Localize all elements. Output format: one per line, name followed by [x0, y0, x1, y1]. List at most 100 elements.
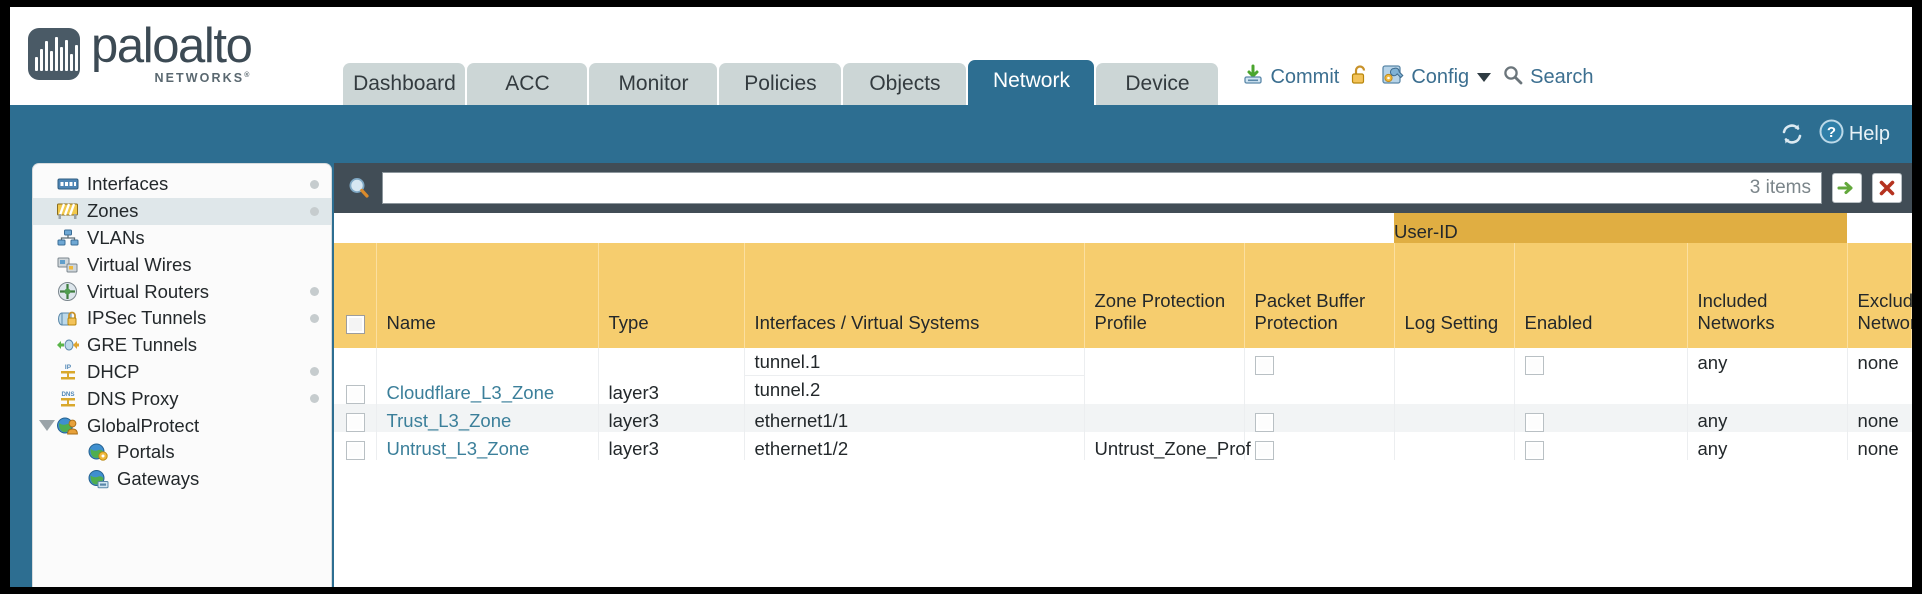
- sidebar-item-virtual-wires[interactable]: Virtual Wires: [33, 251, 331, 278]
- cell-interfaces: tunnel.1 tunnel.2: [744, 348, 1085, 404]
- zones-icon: [55, 202, 80, 220]
- interfaces-icon: [55, 176, 80, 192]
- cell-userid-enabled: [1514, 432, 1688, 460]
- table-row[interactable]: Cloudflare_L3_Zone layer3 tunnel.1 tunne…: [334, 348, 1912, 404]
- cell-name: Untrust_L3_Zone: [376, 432, 599, 460]
- sidebar-item-gre-tunnels[interactable]: GRE Tunnels: [33, 332, 331, 359]
- cell-excluded-networks: none: [1857, 352, 1899, 373]
- refresh-button[interactable]: [1779, 121, 1805, 147]
- column-header-type[interactable]: Type: [598, 243, 745, 348]
- column-header-enabled[interactable]: Enabled: [1514, 243, 1688, 348]
- portals-icon: [85, 442, 110, 462]
- cell-userid-enabled: [1514, 404, 1688, 432]
- table-group-header-row: User-ID: [334, 213, 1912, 243]
- sidebar-item-portals[interactable]: Portals: [33, 439, 331, 466]
- packet-buffer-checkbox[interactable]: [1254, 355, 1274, 375]
- network-sidebar: Interfaces Zones VLANs Vir: [32, 163, 332, 587]
- sidebar-item-dhcp[interactable]: IP DHCP: [33, 359, 331, 386]
- packet-buffer-checkbox[interactable]: [1254, 440, 1274, 460]
- item-count-label: 3 items: [1749, 177, 1811, 198]
- sidebar-item-gateways[interactable]: Gateways: [33, 466, 331, 493]
- column-header-zone-protection-profile[interactable]: Zone Protection Profile: [1084, 243, 1245, 348]
- row-checkbox[interactable]: [346, 412, 365, 432]
- userid-enabled-checkbox[interactable]: [1524, 440, 1544, 460]
- svg-text:IP: IP: [64, 364, 71, 371]
- column-header-included-networks[interactable]: Included Networks: [1687, 243, 1848, 348]
- unlock-button[interactable]: [1350, 64, 1370, 92]
- group-header-userid: User-ID: [1394, 213, 1848, 243]
- filter-input[interactable]: 3 items: [382, 172, 1822, 204]
- clear-filter-button[interactable]: [1872, 173, 1902, 203]
- select-all-header: [334, 243, 377, 348]
- sidebar-item-zones[interactable]: Zones: [33, 197, 331, 225]
- search-button[interactable]: Search: [1502, 64, 1594, 92]
- sidebar-item-dns-proxy[interactable]: DNS DNS Proxy: [33, 385, 331, 412]
- zones-table-container: User-ID Name Type Interfaces / Virtual S…: [334, 213, 1912, 587]
- tab-dashboard[interactable]: Dashboard: [343, 62, 466, 105]
- cell-log-setting: [1394, 432, 1515, 460]
- commit-icon: [1242, 64, 1264, 92]
- commit-button[interactable]: Commit: [1242, 64, 1339, 92]
- expander-triangle-icon[interactable]: [39, 420, 55, 432]
- row-checkbox[interactable]: [346, 440, 365, 460]
- cell-excluded-networks: none: [1857, 438, 1899, 459]
- status-dot: [310, 287, 319, 297]
- column-header-name[interactable]: Name: [376, 243, 599, 348]
- sidebar-item-ipsec-tunnels[interactable]: IPSec Tunnels: [33, 305, 331, 332]
- sidebar-item-vlans[interactable]: VLANs: [33, 225, 331, 252]
- tab-monitor[interactable]: Monitor: [589, 62, 718, 105]
- config-icon: [1381, 63, 1405, 92]
- tab-acc[interactable]: ACC: [467, 62, 588, 105]
- filter-search-icon[interactable]: [346, 175, 372, 201]
- gateways-icon: [85, 469, 110, 489]
- cell-name: Trust_L3_Zone: [376, 404, 599, 432]
- search-label: Search: [1530, 66, 1594, 88]
- status-dot: [310, 313, 319, 323]
- row-select-cell: [334, 432, 377, 460]
- apply-filter-button[interactable]: [1832, 173, 1862, 203]
- unlock-icon: [1350, 64, 1370, 92]
- column-header-packet-buffer-protection[interactable]: Packet Buffer Protection: [1244, 243, 1395, 348]
- userid-enabled-checkbox[interactable]: [1524, 355, 1544, 375]
- table-row[interactable]: Untrust_L3_Zone layer3 ethernet1/2 Untru…: [334, 432, 1912, 460]
- cell-excluded-networks: none: [1847, 404, 1912, 432]
- tab-device[interactable]: Device: [1096, 62, 1219, 105]
- config-menu[interactable]: Config: [1381, 63, 1492, 92]
- brand-logo: paloalto NETWORKS®: [28, 22, 253, 85]
- packet-buffer-checkbox[interactable]: [1254, 412, 1274, 432]
- cell-packet-buffer-protection: [1244, 348, 1395, 404]
- search-icon: [1502, 64, 1524, 92]
- select-all-checkbox[interactable]: [346, 314, 365, 334]
- column-header-excluded-networks[interactable]: Excluded Networks: [1847, 243, 1912, 348]
- cell-packet-buffer-protection: [1244, 404, 1395, 432]
- column-header-log-setting[interactable]: Log Setting: [1394, 243, 1515, 348]
- interface-entry: tunnel.1: [744, 348, 1084, 376]
- cell-type: layer3: [598, 432, 745, 460]
- sidebar-item-virtual-routers[interactable]: Virtual Routers: [33, 278, 331, 305]
- zone-name-link[interactable]: Untrust_L3_Zone: [386, 438, 530, 459]
- sidebar-item-globalprotect[interactable]: GlobalProtect: [33, 412, 331, 439]
- ipsec-tunnels-icon: [55, 309, 80, 327]
- table-row[interactable]: Trust_L3_Zone layer3 ethernet1/1: [334, 404, 1912, 432]
- status-dot: [310, 206, 319, 216]
- zone-name-link[interactable]: Cloudflare_L3_Zone: [386, 382, 555, 403]
- row-select-cell: [334, 404, 377, 432]
- sidebar-item-interfaces[interactable]: Interfaces: [33, 171, 331, 198]
- tab-objects[interactable]: Objects: [843, 62, 967, 105]
- tab-network[interactable]: Network: [968, 59, 1095, 105]
- help-button[interactable]: ? Help: [1819, 119, 1890, 150]
- sidebar-item-label: Portals: [117, 441, 175, 463]
- userid-enabled-checkbox[interactable]: [1524, 412, 1544, 432]
- main-body: Interfaces Zones VLANs Vir: [10, 163, 1912, 587]
- tab-policies[interactable]: Policies: [719, 62, 842, 105]
- help-icon: ?: [1819, 119, 1844, 150]
- cell-userid-enabled: [1514, 348, 1688, 404]
- sidebar-item-label: VLANs: [87, 226, 145, 248]
- svg-text:DNS: DNS: [61, 391, 74, 398]
- sidebar-item-label: DNS Proxy: [87, 387, 179, 409]
- cell-interfaces: ethernet1/2: [744, 432, 1085, 460]
- group-header-blank: [334, 213, 1244, 243]
- row-checkbox[interactable]: [346, 384, 365, 404]
- zone-name-link[interactable]: Trust_L3_Zone: [386, 410, 512, 431]
- column-header-interfaces[interactable]: Interfaces / Virtual Systems: [744, 243, 1085, 348]
